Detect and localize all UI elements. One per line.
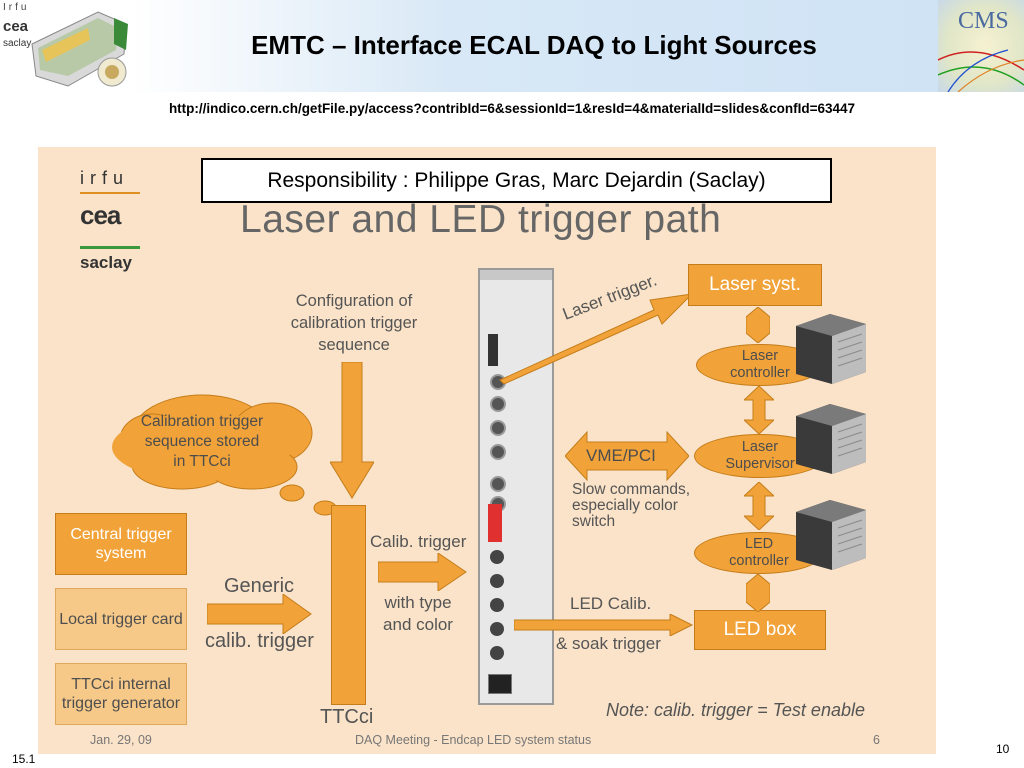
left-logo-irfu: Irfu bbox=[3, 2, 30, 13]
connector-arrow-3 bbox=[744, 482, 774, 530]
ttcci-board bbox=[478, 268, 554, 705]
vme-label: VME/PCI bbox=[586, 446, 656, 465]
left-logo-saclay: saclay bbox=[3, 38, 32, 49]
cloud-line-1: Calibration trigger bbox=[140, 413, 264, 430]
page-date: 15.1 bbox=[12, 752, 36, 766]
led-calib-arrow bbox=[514, 614, 694, 636]
board-knob-3 bbox=[490, 598, 504, 612]
cms-logo-text: CMS bbox=[958, 8, 1009, 34]
soak-label: & soak trigger bbox=[556, 634, 661, 653]
generic-arrow bbox=[207, 594, 312, 634]
board-jack-4 bbox=[490, 444, 506, 460]
server-icon bbox=[796, 404, 866, 474]
laser-supervisor-line-1: Laser bbox=[741, 439, 779, 455]
board-connector bbox=[488, 334, 498, 366]
note-text: Note: calib. trigger = Test enable bbox=[606, 700, 865, 720]
config-text: Configuration of calibration trigger seq… bbox=[272, 290, 436, 356]
source-url[interactable]: http://indico.cern.ch/getFile.py/access?… bbox=[168, 101, 856, 116]
ttcci-generator-box: TTCci internal trigger generator bbox=[55, 663, 187, 725]
local-trigger-box: Local trigger card bbox=[55, 588, 187, 650]
slide-logo-saclay: saclay bbox=[80, 253, 132, 272]
cms-logo: CMS bbox=[938, 0, 1024, 92]
board-knob-2 bbox=[490, 574, 504, 588]
laser-trigger-arrow bbox=[499, 293, 694, 384]
slow-commands-text: Slow commands, especially color switch bbox=[572, 482, 690, 530]
slide-footer-number: 6 bbox=[873, 733, 880, 747]
slide-logo-cea: cea bbox=[80, 200, 121, 230]
board-jack-2 bbox=[490, 396, 506, 412]
laser-supervisor-line-2: Supervisor bbox=[725, 456, 795, 472]
board-led-array bbox=[488, 504, 502, 542]
connector-diamond-1 bbox=[746, 307, 770, 343]
connector-arrow-2 bbox=[744, 386, 774, 434]
type-color-text: with type and color bbox=[368, 592, 468, 636]
laser-controller-line-2: controller bbox=[730, 365, 790, 381]
config-line-3: sequence bbox=[318, 336, 390, 354]
left-logo-cea: cea bbox=[3, 18, 29, 35]
calib-trigger-label: Calib. trigger bbox=[370, 532, 467, 551]
ttcci-label: TTCci bbox=[320, 706, 374, 728]
slide-title: Laser and LED trigger path bbox=[240, 198, 722, 241]
connector-diamond-4 bbox=[746, 574, 770, 612]
config-down-arrow bbox=[330, 362, 374, 499]
calib-trigger-label-left: calib. trigger bbox=[205, 630, 314, 652]
slow-line-1: Slow commands, bbox=[572, 481, 691, 498]
led-calib-label: LED Calib. bbox=[570, 594, 652, 613]
detector-icon bbox=[31, 11, 128, 87]
vme-arrow bbox=[565, 430, 689, 482]
left-logo: Irfu cea saclay bbox=[0, 0, 130, 92]
board-jack-5 bbox=[490, 476, 506, 492]
server-icon bbox=[796, 314, 866, 384]
board-knob-5 bbox=[490, 646, 504, 660]
board-knob-4 bbox=[490, 622, 504, 636]
cloud-text: Calibration trigger sequence stored in T… bbox=[122, 412, 282, 472]
slow-line-3: switch bbox=[572, 513, 616, 530]
board-port bbox=[488, 674, 512, 694]
cloud-shape bbox=[112, 394, 337, 516]
laser-controller-line-1: Laser bbox=[741, 348, 779, 364]
led-controller-line-2: controller bbox=[729, 553, 789, 569]
cms-logo-icon bbox=[938, 49, 1024, 92]
config-line-1: Configuration of bbox=[295, 292, 413, 310]
slide-logo-irfu: irfu bbox=[80, 168, 130, 188]
slide-footer-date: Jan. 29, 09 bbox=[90, 733, 152, 747]
header-band bbox=[130, 0, 938, 92]
cloud-line-3: in TTCci bbox=[173, 453, 231, 470]
cloud-line-2: sequence stored bbox=[144, 433, 260, 450]
central-trigger-box: Central trigger system bbox=[55, 513, 187, 575]
slide-logo-divider-1 bbox=[80, 192, 140, 194]
slide-footer-meeting: DAQ Meeting - Endcap LED system status bbox=[355, 733, 592, 747]
led-controller-line-1: LED bbox=[744, 536, 774, 552]
header: Irfu cea saclay EMTC – Interface ECAL DA… bbox=[0, 0, 1024, 95]
board-edge-top bbox=[480, 270, 552, 280]
responsibility-box: Responsibility : Philippe Gras, Marc Dej… bbox=[201, 158, 832, 203]
board-knob-1 bbox=[490, 550, 504, 564]
laser-syst-box: Laser syst. bbox=[688, 264, 822, 306]
board-jack-3 bbox=[490, 420, 506, 436]
type-color-line-2: and color bbox=[383, 615, 453, 634]
page-number: 10 bbox=[996, 742, 1010, 756]
slow-line-2: especially color bbox=[572, 497, 678, 514]
config-line-2: calibration trigger bbox=[290, 314, 418, 332]
led-box: LED box bbox=[694, 610, 826, 650]
page-title: EMTC – Interface ECAL DAQ to Light Sourc… bbox=[251, 30, 817, 60]
ttcci-bar bbox=[331, 505, 366, 705]
generic-label: Generic bbox=[224, 575, 295, 597]
slide-logo-divider-2 bbox=[80, 246, 140, 249]
server-icon bbox=[796, 500, 866, 570]
type-color-line-1: with type bbox=[384, 593, 452, 612]
calib-arrow bbox=[378, 553, 467, 591]
